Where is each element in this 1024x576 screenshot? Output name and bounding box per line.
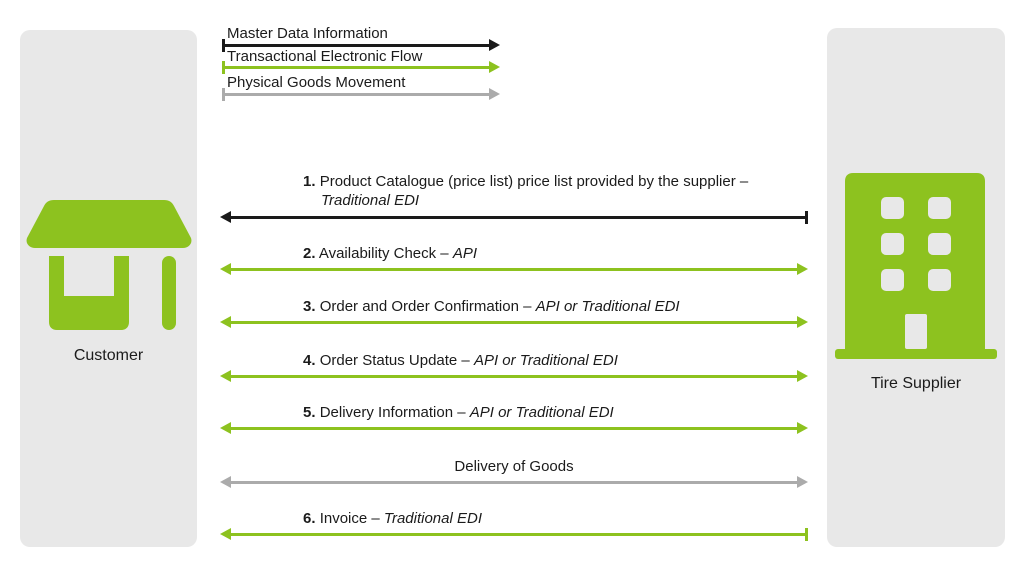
legend: Master Data Information Transactional El… <box>222 0 500 110</box>
office-building-icon <box>835 173 997 359</box>
flow-label-product-catalogue: 1. Product Catalogue (price list) price … <box>303 173 749 209</box>
flow-label-delivery-information: 5. Delivery Information – API or Traditi… <box>303 404 614 421</box>
flow-arrow-product-catalogue <box>220 210 808 224</box>
legend-label-transactional-flow: Transactional Electronic Flow <box>227 48 423 65</box>
legend-arrow-physical-goods <box>222 87 500 101</box>
legend-label-physical-goods: Physical Goods Movement <box>227 74 406 91</box>
legend-label-master-data: Master Data Information <box>227 25 388 42</box>
storefront-icon <box>26 200 192 330</box>
flow-arrow-order-status <box>220 369 808 383</box>
flows: 1. Product Catalogue (price list) price … <box>220 0 808 576</box>
legend-arrow-master-data <box>222 38 500 52</box>
flow-arrow-delivery-information <box>220 421 808 435</box>
flow-label-invoice: 6. Invoice – Traditional EDI <box>303 510 482 527</box>
flow-arrow-availability-check <box>220 262 808 276</box>
supplier-label: Tire Supplier <box>870 375 962 392</box>
customer-panel: Customer <box>20 30 197 547</box>
flow-label-delivery-of-goods: Delivery of Goods <box>454 458 574 475</box>
flow-label-order-confirmation: 3. Order and Order Confirmation – API or… <box>303 298 680 315</box>
customer-label: Customer <box>73 347 144 364</box>
flow-arrow-delivery-of-goods <box>220 475 808 489</box>
supplier-panel: Tire Supplier <box>827 28 1005 547</box>
flow-arrow-order-confirmation <box>220 315 808 329</box>
legend-arrow-transactional-flow <box>222 60 500 74</box>
flow-label-order-status: 4. Order Status Update – API or Traditio… <box>303 352 618 369</box>
flow-arrow-invoice <box>220 527 808 541</box>
flow-label-availability-check: 2. Availability Check – API <box>303 245 477 262</box>
